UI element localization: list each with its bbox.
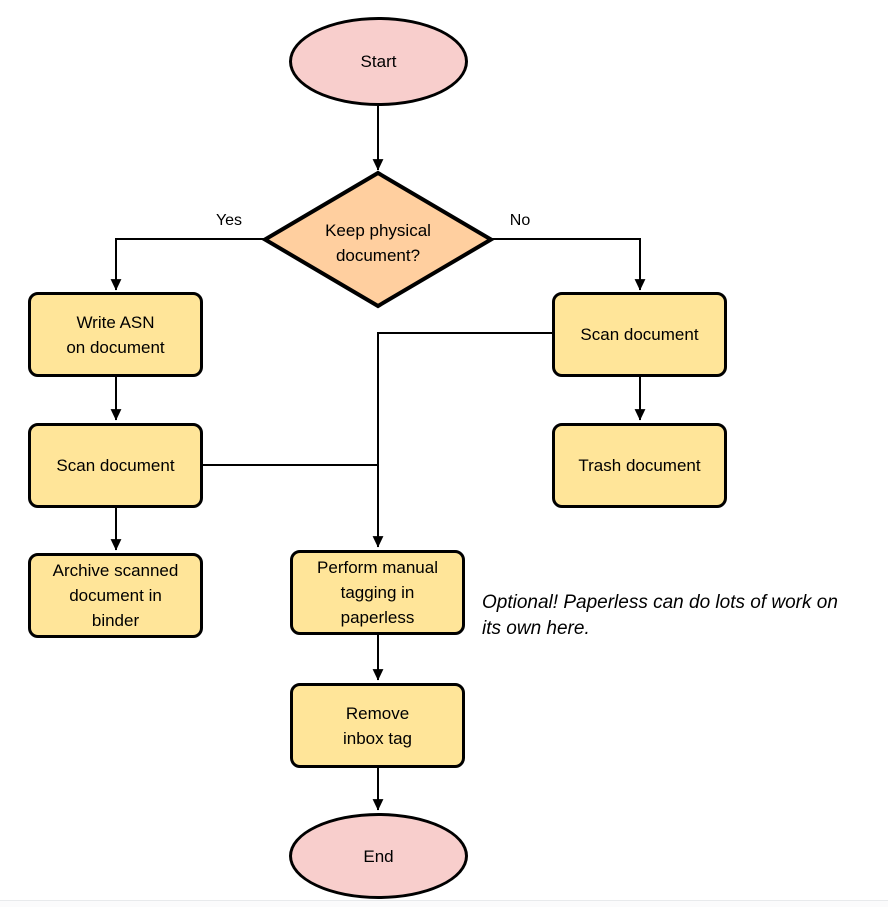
node-start: Start	[289, 17, 468, 106]
node-write-asn-label: Write ASN on document	[66, 312, 165, 357]
node-start-label: Start	[360, 52, 397, 71]
edge-label-no: No	[509, 212, 531, 229]
optional-note: Optional! Paperless can do lots of work …	[482, 592, 838, 639]
node-decision: Keep physical document?	[288, 208, 468, 278]
edge-decision-no-to-scan-right	[490, 238, 646, 291]
node-scan-document-right: Scan document	[552, 292, 727, 377]
node-trash-document: Trash document	[552, 423, 727, 508]
edge-label-yes: Yes	[215, 212, 243, 229]
page-bottom-divider	[0, 900, 888, 907]
node-remove-inbox-tag: Remove inbox tag	[290, 683, 465, 768]
decision-diamond-shape	[261, 170, 495, 309]
node-scan-document-left: Scan document	[28, 423, 203, 508]
node-decision-label: Keep physical document?	[325, 221, 431, 265]
node-scan-document-right-label: Scan document	[580, 325, 699, 344]
edge-scan-right-to-tagging	[372, 332, 552, 548]
node-archive-binder: Archive scanned document in binder	[28, 553, 203, 638]
node-remove-inbox-tag-label: Remove inbox tag	[343, 703, 412, 748]
node-end: End	[289, 813, 468, 899]
node-scan-document-left-label: Scan document	[56, 456, 175, 475]
node-end-label: End	[363, 846, 394, 866]
node-archive-binder-label: Archive scanned document in binder	[52, 561, 179, 630]
node-manual-tagging-label: Perform manual tagging in paperless	[317, 558, 438, 627]
edge-decision-yes-to-write-asn	[110, 238, 266, 291]
node-manual-tagging: Perform manual tagging in paperless	[290, 550, 465, 635]
node-write-asn: Write ASN on document	[28, 292, 203, 377]
node-trash-document-label: Trash document	[578, 456, 701, 475]
